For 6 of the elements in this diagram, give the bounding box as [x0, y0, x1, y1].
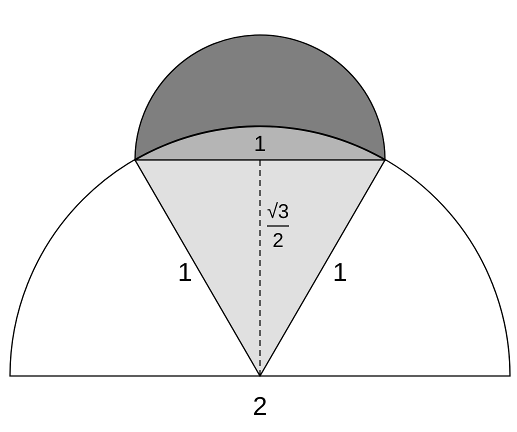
diameter-label: 2 [252, 393, 268, 419]
side-length-label: 1 [332, 259, 348, 285]
side-length-label: 1 [254, 133, 266, 155]
height-numerator-label: √3 [266, 202, 290, 222]
side-length-label: 1 [178, 259, 192, 285]
height-denominator-label: 2 [272, 231, 284, 251]
